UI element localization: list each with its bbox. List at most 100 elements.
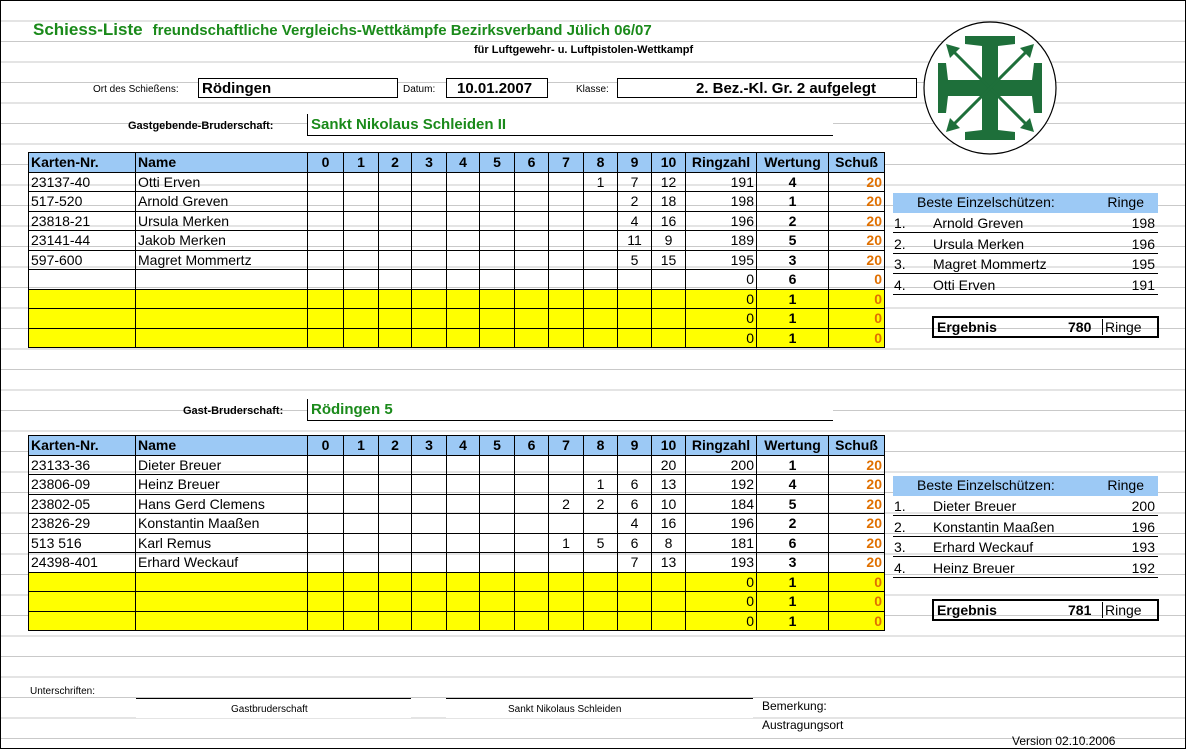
- score-cell[interactable]: 7: [617, 171, 652, 192]
- score-cell[interactable]: [307, 571, 344, 592]
- score-cell[interactable]: [307, 552, 344, 573]
- karten-nr-cell[interactable]: 23818-21: [28, 210, 136, 231]
- score-cell[interactable]: [411, 327, 447, 348]
- karten-nr-cell[interactable]: [28, 610, 136, 631]
- wertung-cell[interactable]: 1: [756, 308, 829, 329]
- name-cell[interactable]: [135, 571, 308, 592]
- score-cell[interactable]: [548, 191, 584, 212]
- score-cell[interactable]: [479, 288, 515, 309]
- score-cell[interactable]: [446, 591, 480, 612]
- score-cell[interactable]: [617, 288, 652, 309]
- score-cell[interactable]: [548, 513, 584, 534]
- score-cell[interactable]: [617, 308, 652, 329]
- score-cell[interactable]: [548, 454, 584, 475]
- score-cell[interactable]: [514, 327, 549, 348]
- team2-name-field[interactable]: Rödingen 5: [307, 399, 833, 421]
- karten-nr-cell[interactable]: 597-600: [28, 249, 136, 270]
- score-cell[interactable]: [583, 269, 618, 290]
- score-cell[interactable]: [446, 327, 480, 348]
- score-cell[interactable]: [617, 454, 652, 475]
- score-cell[interactable]: [651, 288, 686, 309]
- klasse-field[interactable]: 2. Bez.-Kl. Gr. 2 aufgelegt: [617, 78, 917, 98]
- karten-nr-cell[interactable]: 23133-36: [28, 454, 136, 475]
- score-cell[interactable]: [343, 513, 379, 534]
- score-cell[interactable]: [411, 308, 447, 329]
- score-cell[interactable]: [343, 171, 379, 192]
- score-cell[interactable]: [479, 571, 515, 592]
- schuss-cell[interactable]: 0: [828, 610, 885, 631]
- score-cell[interactable]: [446, 191, 480, 212]
- wertung-cell[interactable]: 1: [756, 288, 829, 309]
- score-cell[interactable]: [411, 210, 447, 231]
- ort-field[interactable]: Rödingen: [198, 78, 398, 98]
- team1-name-field[interactable]: Sankt Nikolaus Schleiden II: [307, 114, 833, 136]
- score-cell[interactable]: [446, 532, 480, 553]
- schuss-cell[interactable]: 20: [828, 474, 885, 495]
- score-cell[interactable]: [446, 171, 480, 192]
- score-cell[interactable]: [583, 308, 618, 329]
- score-cell[interactable]: [548, 474, 584, 495]
- score-cell[interactable]: [343, 493, 379, 514]
- score-cell[interactable]: [479, 327, 515, 348]
- score-cell[interactable]: [343, 591, 379, 612]
- score-cell[interactable]: [617, 610, 652, 631]
- score-cell[interactable]: [378, 210, 412, 231]
- score-cell[interactable]: [378, 249, 412, 270]
- score-cell[interactable]: [307, 493, 344, 514]
- score-cell[interactable]: [583, 552, 618, 573]
- score-cell[interactable]: [479, 230, 515, 251]
- score-cell[interactable]: [343, 230, 379, 251]
- score-cell[interactable]: [411, 288, 447, 309]
- score-cell[interactable]: [651, 591, 686, 612]
- score-cell[interactable]: [548, 327, 584, 348]
- score-cell[interactable]: [548, 249, 584, 270]
- score-cell[interactable]: 13: [651, 474, 686, 495]
- score-cell[interactable]: 16: [651, 210, 686, 231]
- score-cell[interactable]: 11: [617, 230, 652, 251]
- score-cell[interactable]: [548, 591, 584, 612]
- score-cell[interactable]: [378, 308, 412, 329]
- score-cell[interactable]: [446, 230, 480, 251]
- score-cell[interactable]: 5: [617, 249, 652, 270]
- score-cell[interactable]: [479, 210, 515, 231]
- score-cell[interactable]: [411, 454, 447, 475]
- name-cell[interactable]: Dieter Breuer: [135, 454, 308, 475]
- wertung-cell[interactable]: 5: [756, 230, 829, 251]
- score-cell[interactable]: [446, 474, 480, 495]
- score-cell[interactable]: [617, 327, 652, 348]
- score-cell[interactable]: [651, 308, 686, 329]
- score-cell[interactable]: [378, 327, 412, 348]
- wertung-cell[interactable]: 6: [756, 269, 829, 290]
- score-cell[interactable]: [343, 269, 379, 290]
- score-cell[interactable]: 4: [617, 210, 652, 231]
- score-cell[interactable]: [411, 474, 447, 495]
- score-cell[interactable]: 1: [548, 532, 584, 553]
- score-cell[interactable]: [378, 230, 412, 251]
- score-cell[interactable]: [514, 171, 549, 192]
- ringzahl-cell[interactable]: 189: [685, 230, 757, 251]
- score-cell[interactable]: [479, 532, 515, 553]
- score-cell[interactable]: [411, 571, 447, 592]
- name-cell[interactable]: [135, 591, 308, 612]
- score-cell[interactable]: [307, 474, 344, 495]
- ringzahl-cell[interactable]: 184: [685, 493, 757, 514]
- karten-nr-cell[interactable]: 517-520: [28, 191, 136, 212]
- score-cell[interactable]: [446, 552, 480, 573]
- score-cell[interactable]: [514, 474, 549, 495]
- name-cell[interactable]: Jakob Merken: [135, 230, 308, 251]
- score-cell[interactable]: 16: [651, 513, 686, 534]
- score-cell[interactable]: [548, 552, 584, 573]
- score-cell[interactable]: [583, 454, 618, 475]
- score-cell[interactable]: [514, 288, 549, 309]
- schuss-cell[interactable]: 20: [828, 513, 885, 534]
- score-cell[interactable]: [548, 210, 584, 231]
- ringzahl-cell[interactable]: 0: [685, 591, 757, 612]
- name-cell[interactable]: Magret Mommertz: [135, 249, 308, 270]
- score-cell[interactable]: 18: [651, 191, 686, 212]
- score-cell[interactable]: [514, 249, 549, 270]
- score-cell[interactable]: [307, 269, 344, 290]
- name-cell[interactable]: Ursula Merken: [135, 210, 308, 231]
- wertung-cell[interactable]: 3: [756, 249, 829, 270]
- karten-nr-cell[interactable]: 23802-05: [28, 493, 136, 514]
- wertung-cell[interactable]: 1: [756, 454, 829, 475]
